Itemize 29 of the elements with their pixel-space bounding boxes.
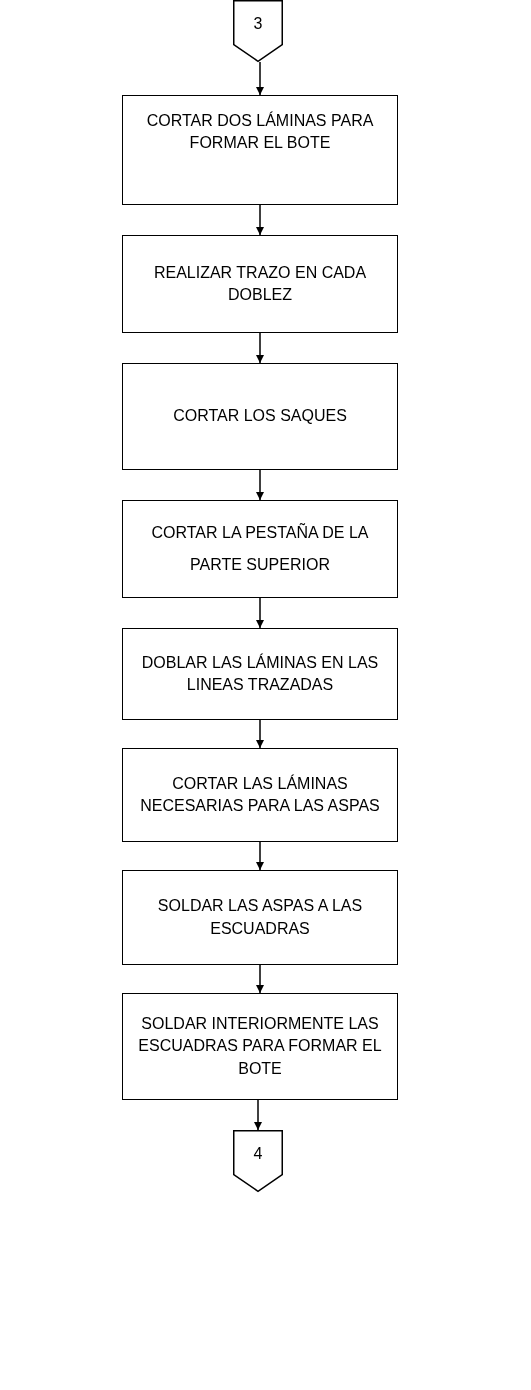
arrow (256, 964, 264, 994)
step-text: CORTAR LOS SAQUES (173, 406, 347, 427)
process-box (122, 363, 398, 470)
step-text: CORTAR LA PESTAÑA DE LA PARTE SUPERIOR (150, 522, 370, 575)
process-box (122, 870, 398, 965)
connector-label: 3 (252, 14, 264, 34)
offpage-connector-shape (233, 0, 283, 62)
step-text: DOBLAR LAS LÁMINAS EN LAS LINEAS TRAZADAS (140, 652, 380, 695)
step-text: CORTAR DOS LÁMINAS PARA FORMAR EL BOTE (145, 110, 375, 154)
arrow (256, 204, 264, 236)
step-text: CORTAR LAS LÁMINAS NECESARIAS PARA LAS ASPAS (139, 773, 381, 816)
arrow (256, 332, 264, 364)
step-text: REALIZAR TRAZO EN CADA DOBLEZ (152, 262, 368, 305)
step-text: SOLDAR LAS ASPAS A LAS ESCUADRAS (156, 896, 364, 939)
arrow (256, 841, 264, 871)
arrow (256, 469, 264, 501)
arrow (256, 719, 264, 749)
process-box (122, 748, 398, 842)
arrow (256, 597, 264, 629)
process-box (122, 500, 398, 598)
process-box (122, 95, 398, 205)
arrow (256, 61, 264, 96)
process-box (122, 993, 398, 1100)
arrow (254, 1099, 262, 1131)
offpage-connector-shape (233, 1130, 283, 1192)
connector-label: 4 (252, 1144, 264, 1164)
process-box (122, 628, 398, 720)
process-box (122, 235, 398, 333)
step-text: SOLDAR INTERIORMENTE LAS ESCUADRAS PARA FORMAR EL BOTE (137, 1013, 383, 1079)
